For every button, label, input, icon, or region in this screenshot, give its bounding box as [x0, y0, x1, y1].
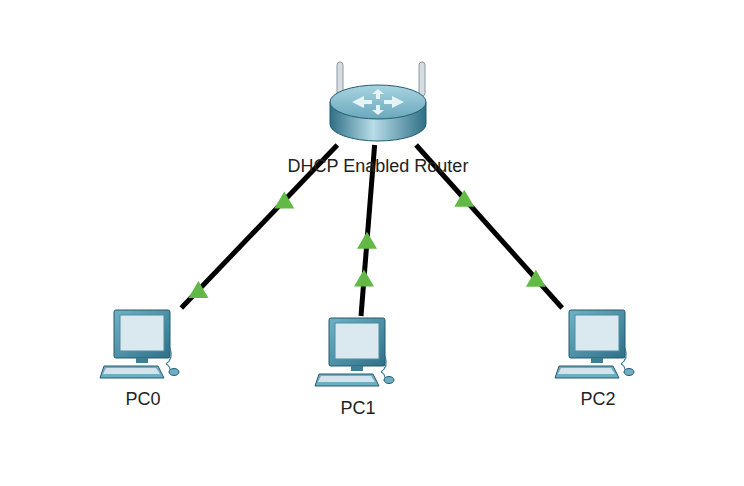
pc-icon [315, 318, 394, 386]
link-status-light [188, 281, 208, 298]
device-label: PC2 [535, 388, 661, 410]
link-status-light [357, 232, 377, 249]
pc-icon [555, 310, 634, 378]
link-status-light [454, 190, 474, 207]
link-status-light [526, 270, 546, 287]
pc-icon [100, 310, 179, 378]
link-status-light [354, 269, 374, 286]
device-label: PC0 [80, 388, 206, 410]
pc-node: PC2 [555, 308, 641, 388]
pc-node: PC1 [315, 316, 401, 392]
device-label: DHCP Enabled Router [266, 155, 490, 177]
router-icon [330, 62, 426, 141]
link-status-light [274, 191, 294, 208]
router-node: DHCP Enabled Router [328, 60, 428, 145]
device-label: PC1 [295, 397, 421, 419]
pc-node: PC0 [100, 308, 186, 388]
